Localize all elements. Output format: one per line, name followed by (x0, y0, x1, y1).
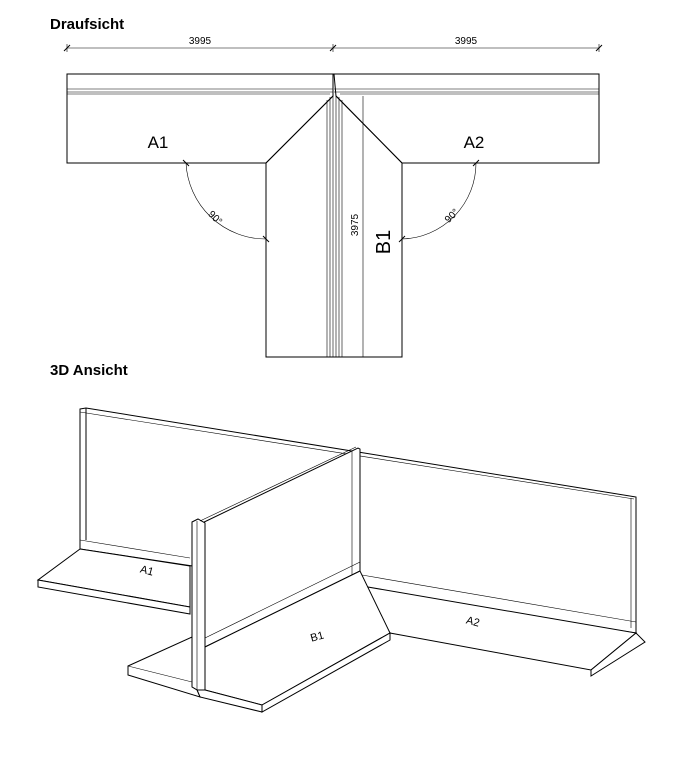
dimension-right-width: 3995 (455, 36, 478, 47)
top-view-title: Draufsicht (50, 16, 125, 33)
wall-a2-plan (333, 73, 600, 164)
slab-b1-3d (127, 570, 391, 713)
angle-right-label: 90° (443, 207, 461, 225)
top-view: 3995 3995 (63, 36, 603, 358)
angle-arc-left (182, 159, 270, 243)
3d-view-title: 3D Ansicht (50, 362, 128, 379)
angle-arc-right (398, 159, 480, 243)
label-3d-b1: B1 (309, 630, 325, 645)
slab-a1-3d (36, 540, 191, 615)
wall-a1-plan (66, 73, 334, 164)
label-3d-a2: A2 (465, 615, 481, 630)
angle-left-label: 90° (206, 209, 224, 227)
wall-b1-plan (265, 95, 403, 358)
dimension-line-top (63, 44, 603, 52)
dimension-stem-length: 3975 (350, 213, 361, 236)
3d-view: A1 B1 A2 (36, 407, 646, 713)
label-a2: A2 (464, 133, 485, 152)
label-a1: A1 (148, 133, 169, 152)
slab-a2-3d (361, 574, 646, 677)
label-b1: B1 (373, 230, 395, 254)
dimension-left-width: 3995 (189, 36, 212, 47)
label-3d-a1: A1 (139, 564, 155, 579)
